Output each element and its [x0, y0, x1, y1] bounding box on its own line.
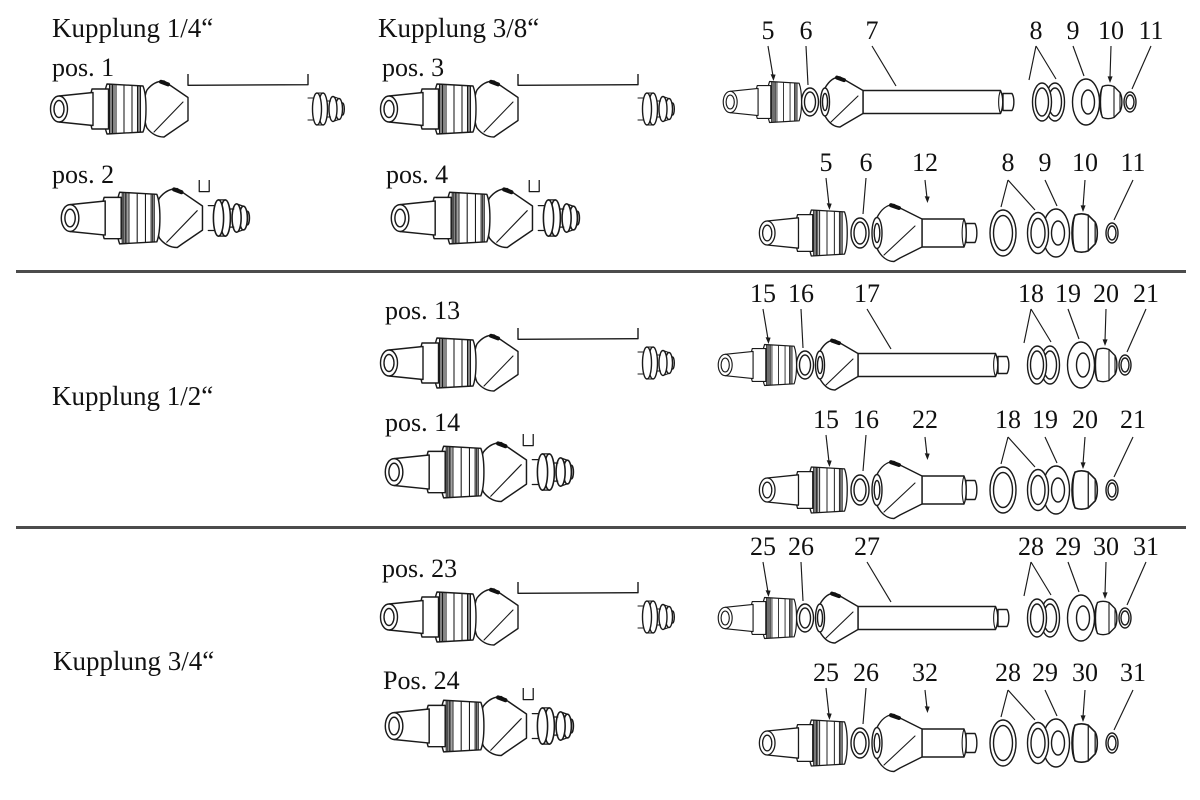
- section-divider-2: [16, 526, 1186, 529]
- part-number: 8: [1001, 148, 1015, 177]
- part-number: 28: [1018, 532, 1044, 561]
- part-number: 7: [865, 16, 879, 45]
- part-number: 32: [912, 658, 938, 687]
- coupling-drawing-pos-2: [56, 180, 251, 257]
- part-number: 12: [912, 148, 938, 177]
- section-heading-kupplung-1-4: Kupplung 1/4“: [52, 13, 214, 43]
- part-number: 18: [1018, 279, 1044, 308]
- part-number: 20: [1072, 405, 1098, 434]
- coupling-drawing-pos-24: [380, 688, 575, 765]
- exploded-view-row-2: 5 6 12 8 9 10 11: [720, 148, 1195, 278]
- pos-label-1: pos. 1: [52, 53, 115, 82]
- exploded-view-row-5: 25 26 27 28 29 30 31: [715, 532, 1190, 660]
- exploded-view-row-3: 15 16 17 18 19 20 21: [715, 279, 1190, 407]
- part-number: 22: [912, 405, 938, 434]
- part-number: 20: [1093, 279, 1119, 308]
- part-number: 31: [1133, 532, 1159, 561]
- part-number: 28: [995, 658, 1021, 687]
- part-number: 6: [859, 148, 873, 177]
- part-number: 8: [1029, 16, 1043, 45]
- coupling-drawing-pos-23: [376, 582, 676, 652]
- section-divider-1: [16, 270, 1186, 273]
- pos-label-24: Pos. 24: [383, 666, 460, 695]
- part-number: 30: [1072, 658, 1098, 687]
- section-heading-kupplung-3-8: Kupplung 3/8“: [378, 13, 540, 43]
- part-number: 11: [1120, 148, 1146, 177]
- exploded-view-row-1: 5 6 7 8 9 10 11: [720, 16, 1195, 144]
- part-number: 5: [819, 148, 833, 177]
- part-number: 15: [813, 405, 839, 434]
- pos-label-3: pos. 3: [382, 53, 445, 82]
- part-number: 21: [1120, 405, 1146, 434]
- coupling-drawing-pos-3: [376, 74, 676, 144]
- coupling-drawing-pos-4: [386, 180, 581, 257]
- pos-label-2: pos. 2: [52, 160, 115, 189]
- part-number: 31: [1120, 658, 1146, 687]
- part-number: 10: [1098, 16, 1124, 45]
- part-number: 10: [1072, 148, 1098, 177]
- part-number: 29: [1032, 658, 1058, 687]
- part-number: 26: [788, 532, 814, 561]
- part-number: 16: [853, 405, 879, 434]
- part-number: 21: [1133, 279, 1159, 308]
- part-number: 27: [854, 532, 880, 561]
- part-number: 25: [750, 532, 776, 561]
- coupling-drawing-pos-14: [380, 434, 575, 511]
- part-number: 11: [1138, 16, 1164, 45]
- part-number: 18: [995, 405, 1021, 434]
- part-number: 5: [761, 16, 775, 45]
- part-number: 19: [1032, 405, 1058, 434]
- section-heading-kupplung-1-2: Kupplung 1/2“: [52, 381, 214, 411]
- coupling-drawing-pos-1: [46, 74, 346, 144]
- pos-label-13: pos. 13: [385, 296, 461, 325]
- part-number: 25: [813, 658, 839, 687]
- exploded-view-row-6: 25 26 32 28 29 30 31: [720, 658, 1195, 788]
- exploded-view-row-4: 15 16 22 18 19 20 21: [720, 405, 1195, 535]
- part-number: 6: [799, 16, 813, 45]
- pos-label-23: pos. 23: [382, 554, 458, 583]
- part-number: 15: [750, 279, 776, 308]
- pos-label-14: pos. 14: [385, 408, 461, 437]
- part-number: 17: [854, 279, 880, 308]
- part-number: 30: [1093, 532, 1119, 561]
- part-number: 16: [788, 279, 814, 308]
- part-number: 19: [1055, 279, 1081, 308]
- coupling-drawing-pos-13: [376, 328, 676, 398]
- part-number: 9: [1066, 16, 1080, 45]
- part-number: 9: [1038, 148, 1052, 177]
- part-number: 26: [853, 658, 879, 687]
- part-number: 29: [1055, 532, 1081, 561]
- pos-label-4: pos. 4: [386, 160, 449, 189]
- section-heading-kupplung-3-4: Kupplung 3/4“: [53, 646, 215, 676]
